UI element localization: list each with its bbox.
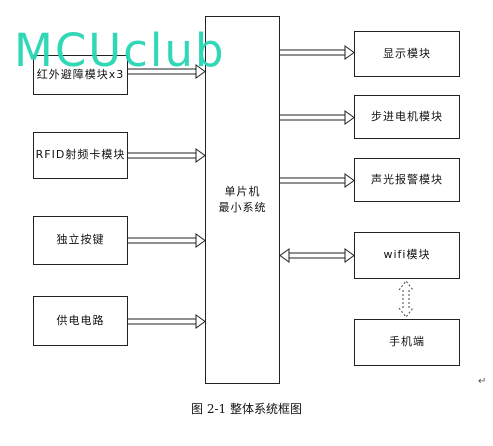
sound-light-alarm-module-box: 声光报警模块 — [354, 158, 460, 202]
wifi-module-box: wifi模块 — [354, 232, 460, 279]
arrow-wifi-phone-dashed — [398, 280, 414, 318]
mcu-minimum-system-label: 单片机 最小系统 — [218, 184, 267, 215]
display-module-label: 显示模块 — [383, 46, 431, 60]
mobile-phone-label: 手机端 — [389, 335, 425, 349]
arrow-mcu-to-alarm — [280, 173, 355, 188]
sound-light-alarm-module-label: 声光报警模块 — [371, 172, 443, 186]
display-module-box: 显示模块 — [354, 31, 460, 77]
arrow-infrared-to-mcu — [128, 64, 206, 79]
power-circuit-label: 供电电路 — [56, 313, 105, 327]
figure-caption: 图 2-1 整体系统框图 — [191, 402, 302, 416]
independent-keys-box: 独立按键 — [33, 216, 128, 265]
infrared-obstacle-module-box: 红外避障模块x3 — [33, 55, 128, 95]
arrow-keys-to-mcu — [128, 233, 206, 248]
power-circuit-box: 供电电路 — [33, 296, 128, 346]
mcu-minimum-system-box: 单片机 最小系统 — [205, 16, 280, 384]
arrow-mcu-to-display — [280, 45, 355, 60]
independent-keys-label: 独立按键 — [56, 233, 105, 247]
stepper-motor-module-box: 步进电机模块 — [354, 95, 460, 139]
arrow-rfid-to-mcu — [128, 148, 206, 163]
paragraph-mark: ↵ — [478, 376, 487, 387]
arrow-mcu-to-stepper — [280, 110, 355, 125]
rfid-module-box: RFID射频卡模块 — [33, 132, 128, 179]
wifi-module-label: wifi模块 — [383, 248, 431, 262]
stepper-motor-module-label: 步进电机模块 — [371, 109, 443, 123]
arrow-mcu-wifi-bidirectional — [279, 248, 355, 263]
mobile-phone-box: 手机端 — [354, 319, 460, 366]
arrow-power-to-mcu — [128, 314, 206, 329]
rfid-module-label: RFID射频卡模块 — [35, 148, 126, 162]
infrared-obstacle-module-label: 红外避障模块x3 — [36, 67, 125, 81]
